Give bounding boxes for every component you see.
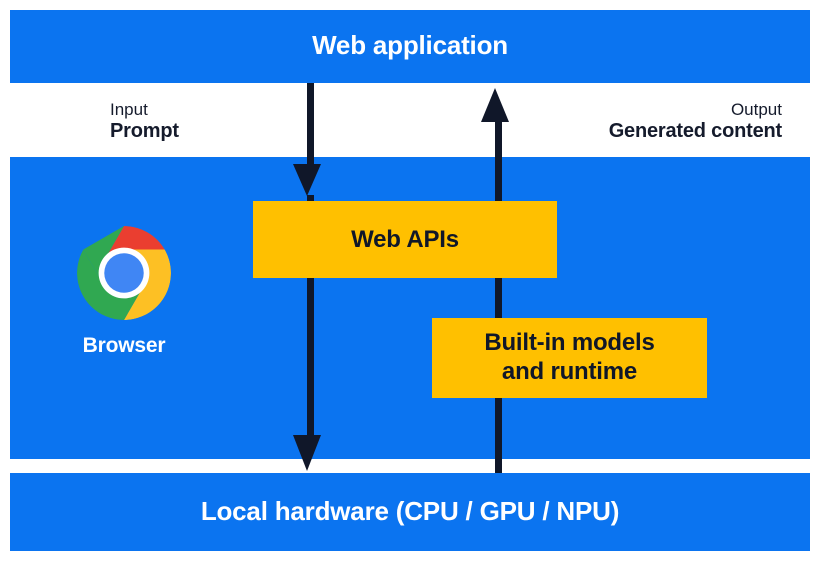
flow-label-input: Input Prompt [110, 100, 179, 143]
chrome-logo-icon [77, 226, 171, 320]
component-web-apis: Web APIs [253, 201, 557, 278]
layer-local-hardware-title: Local hardware (CPU / GPU / NPU) [200, 496, 620, 526]
component-built-in-models-line-2: and runtime [501, 358, 638, 385]
flow-output-value: Generated content [608, 119, 783, 142]
flow-input-value: Prompt [110, 119, 179, 142]
flow-label-output: Output Generated content [608, 100, 783, 143]
component-web-apis-label: Web APIs [351, 225, 459, 253]
layer-web-application: Web application [10, 10, 810, 83]
layer-local-hardware: Local hardware (CPU / GPU / NPU) [10, 473, 810, 551]
flow-output-kind: Output [730, 100, 782, 119]
browser-caption: Browser [82, 334, 166, 357]
arrow-down-lower-icon [307, 195, 314, 438]
browser-node: Browser [54, 226, 194, 358]
arrow-up-icon [495, 120, 502, 473]
arrow-up-head-icon [481, 88, 509, 122]
layer-web-application-title: Web application [312, 30, 508, 60]
arrow-down-lower-head-icon [293, 435, 321, 471]
arrow-down-icon [307, 83, 314, 168]
component-built-in-models: Built-in models and runtime [432, 318, 707, 398]
component-built-in-models-line-1: Built-in models [484, 329, 655, 357]
component-built-in-models-label: Built-in models and runtime [484, 329, 655, 387]
arrow-down-head-icon [293, 164, 321, 196]
flow-input-kind: Input [110, 100, 148, 119]
